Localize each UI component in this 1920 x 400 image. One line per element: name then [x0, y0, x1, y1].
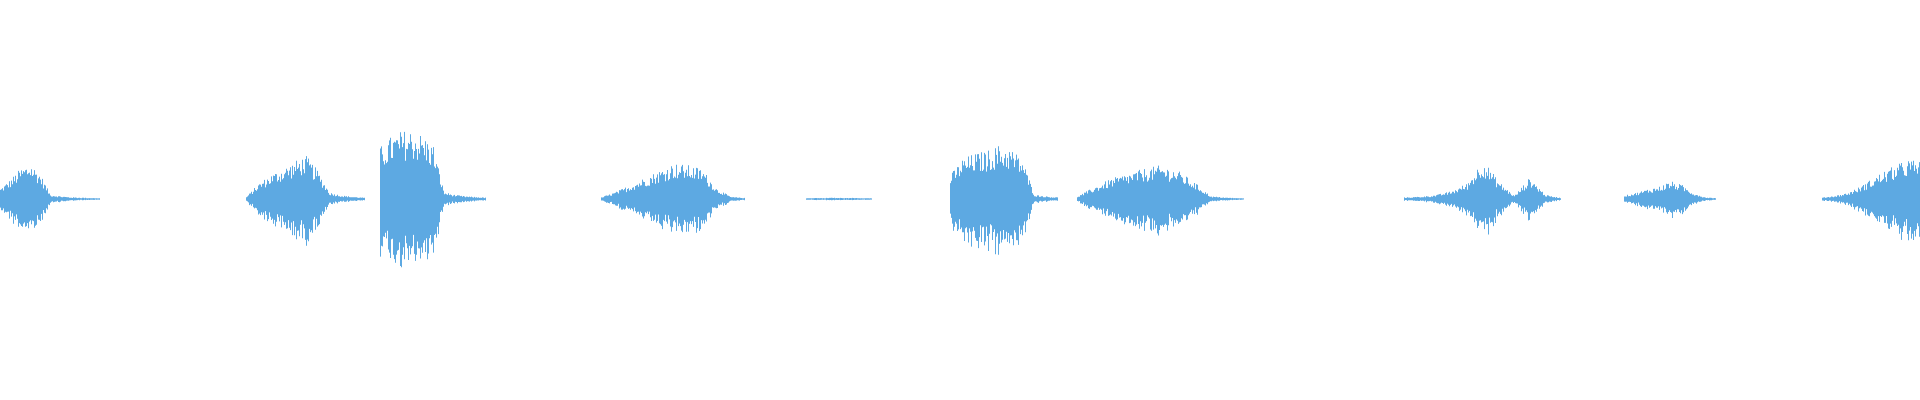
- waveform-segment-2: [246, 156, 365, 246]
- waveform-segment-6: [950, 146, 1058, 255]
- waveform-segments: [0, 131, 1920, 268]
- waveform-segment-3: [380, 131, 486, 268]
- waveform-segment-9: [1624, 181, 1716, 218]
- waveform-segment-4: [601, 164, 745, 233]
- waveform-segment-5: [806, 197, 872, 201]
- waveform-segment-1: [0, 169, 100, 229]
- waveform-segment-8: [1404, 167, 1561, 235]
- waveform-segment-10: [1822, 160, 1920, 241]
- waveform-segment-7: [1077, 165, 1244, 236]
